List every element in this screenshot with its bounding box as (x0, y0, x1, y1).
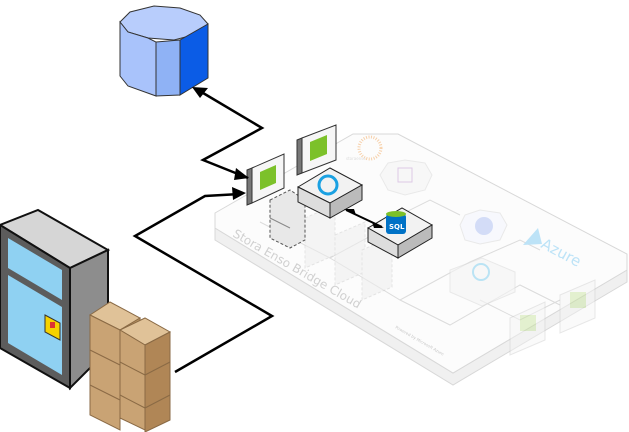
app-service-icon (296, 167, 364, 219)
kubernetes-icon (459, 209, 508, 245)
boxes-icon (88, 301, 172, 432)
api-gateway-icon (296, 124, 337, 176)
svg-text:SQL: SQL (389, 223, 405, 231)
api-icon-faint (509, 279, 596, 356)
arrowhead (232, 187, 246, 200)
api-gateway-icon (246, 153, 285, 206)
arrowhead (234, 168, 249, 180)
connector-storage (132, 192, 275, 374)
app-service-icon-faint (449, 257, 516, 307)
storage-icon (379, 159, 433, 196)
storaenso-logo: storaenso (346, 135, 383, 161)
svg-text:storaenso: storaenso (346, 156, 366, 161)
database-icon (119, 5, 209, 97)
sql-database-icon: SQL (367, 207, 433, 259)
arrowhead (372, 222, 384, 228)
arrowhead (344, 209, 356, 215)
server-icon (269, 189, 306, 249)
connector-database (197, 88, 265, 180)
arrowhead (192, 87, 208, 98)
